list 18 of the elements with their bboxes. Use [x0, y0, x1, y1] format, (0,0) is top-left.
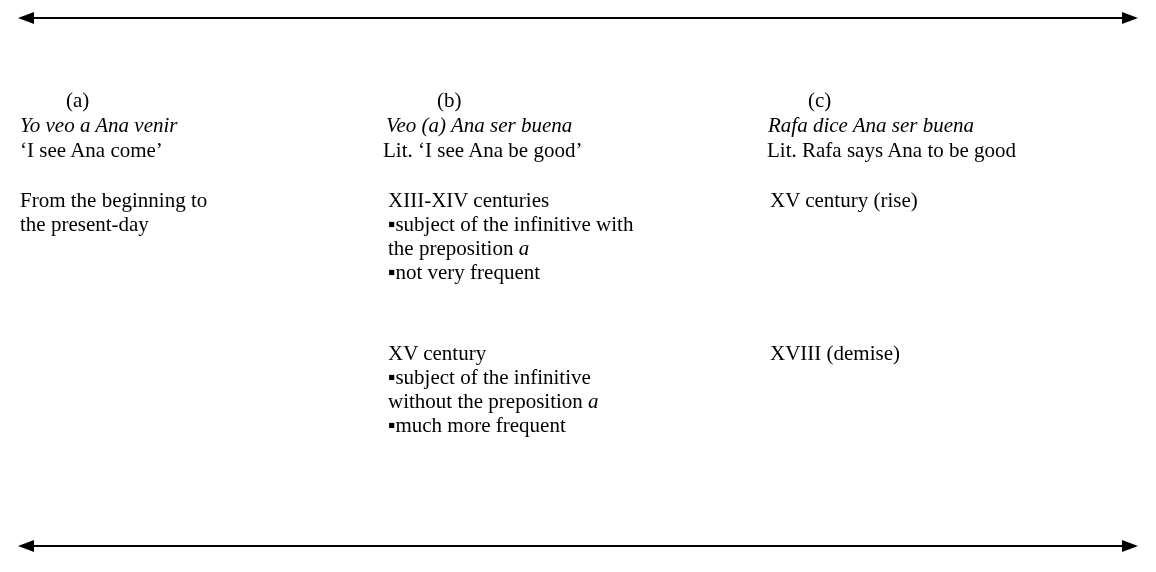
- timeline-label: XV century: [388, 341, 488, 365]
- timeline-label: XVIII (demise): [770, 341, 902, 365]
- timeline-label: ▪much more frequent: [388, 413, 567, 437]
- timeline-label: ▪not very frequent: [388, 260, 542, 284]
- timeline-label: (b): [437, 88, 463, 112]
- timeline-label: Lit. Rafa says Ana to be good: [767, 138, 1018, 162]
- timeline-label: From the beginning to the present-day: [20, 188, 209, 236]
- timeline-label: ▪subject of the infinitive with the preposition a: [388, 212, 635, 260]
- timeline-label: (c): [808, 88, 833, 112]
- timeline-label: XIII-XIV centuries: [388, 188, 551, 212]
- timeline-label: XV century (rise): [770, 188, 919, 212]
- timeline-label: Veo (a) Ana ser buena: [386, 113, 574, 137]
- timeline-label: ▪subject of the infinitive without the preposition a: [388, 365, 600, 413]
- timeline-label: ‘I see Ana come’: [20, 138, 164, 162]
- timeline-label: Lit. ‘I see Ana be good’: [383, 138, 584, 162]
- timeline-label: Yo veo a Ana venir: [20, 113, 179, 137]
- timeline-label: Rafa dice Ana ser buena: [768, 113, 976, 137]
- timeline-label: (a): [66, 88, 91, 112]
